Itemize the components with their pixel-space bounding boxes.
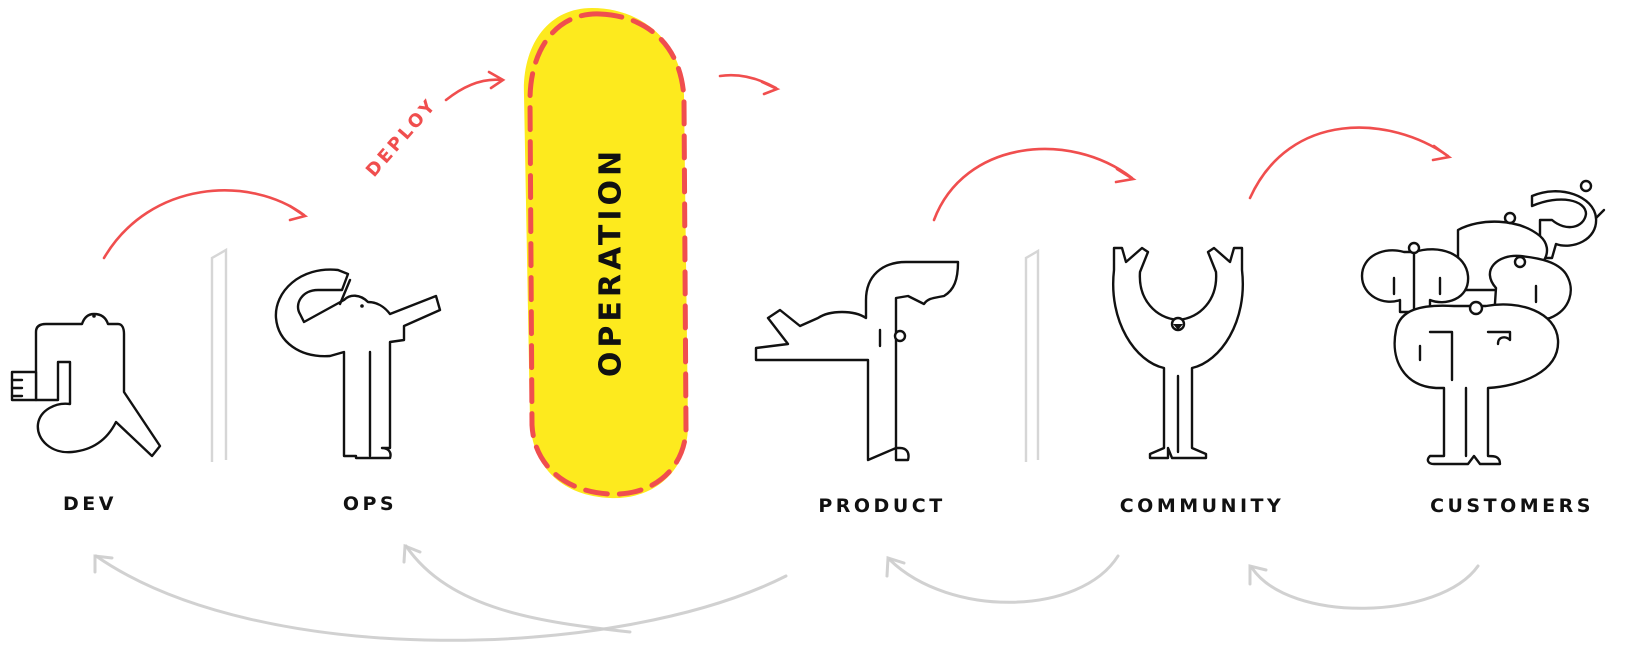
- community-to-customers-arrow: [1250, 128, 1448, 198]
- dev-to-ops-arrow: [104, 190, 304, 258]
- deploy-arrow: [446, 80, 502, 100]
- operation-to-product-arrow: [720, 75, 776, 88]
- role-label-customers: CUSTOMERS: [1430, 495, 1594, 517]
- community-to-customers-arrowhead: [1433, 146, 1449, 160]
- operation-label: OPERATION: [594, 147, 629, 377]
- deploy-label: DEPLOY: [362, 94, 441, 181]
- divider-product-community: [1026, 251, 1038, 462]
- operation-stage: OPERATION: [524, 8, 688, 498]
- customers-to-community-feedback-arrow: [1252, 566, 1478, 608]
- role-label-dev: DEV: [63, 493, 117, 515]
- stretching-person-icon: [756, 262, 958, 460]
- role-labels: DEV OPS PRODUCT COMMUNITY CUSTOMERS: [63, 493, 1594, 517]
- pointing-person-icon: [276, 270, 440, 458]
- product-to-dev-feedback-arrow: [96, 556, 786, 640]
- role-label-product: PRODUCT: [818, 495, 945, 517]
- feedback-flow-arrows: [95, 546, 1478, 640]
- role-label-ops: OPS: [343, 493, 397, 515]
- customer-front: [1395, 302, 1558, 464]
- product-to-ops-feedback-arrow: [406, 546, 630, 632]
- community-to-product-feedback-arrow: [890, 556, 1118, 602]
- crowd-icon: [1362, 181, 1604, 464]
- dev-to-ops-arrowhead: [290, 206, 305, 220]
- forward-flow-arrows: DEPLOY: [104, 72, 1449, 258]
- role-label-community: COMMUNITY: [1120, 495, 1285, 517]
- running-person-icon: [12, 314, 160, 456]
- arms-raised-person-icon: [1113, 248, 1243, 458]
- customer-back-left: [1362, 243, 1468, 312]
- divider-dev-ops: [212, 250, 226, 462]
- product-to-community-arrow: [934, 149, 1132, 220]
